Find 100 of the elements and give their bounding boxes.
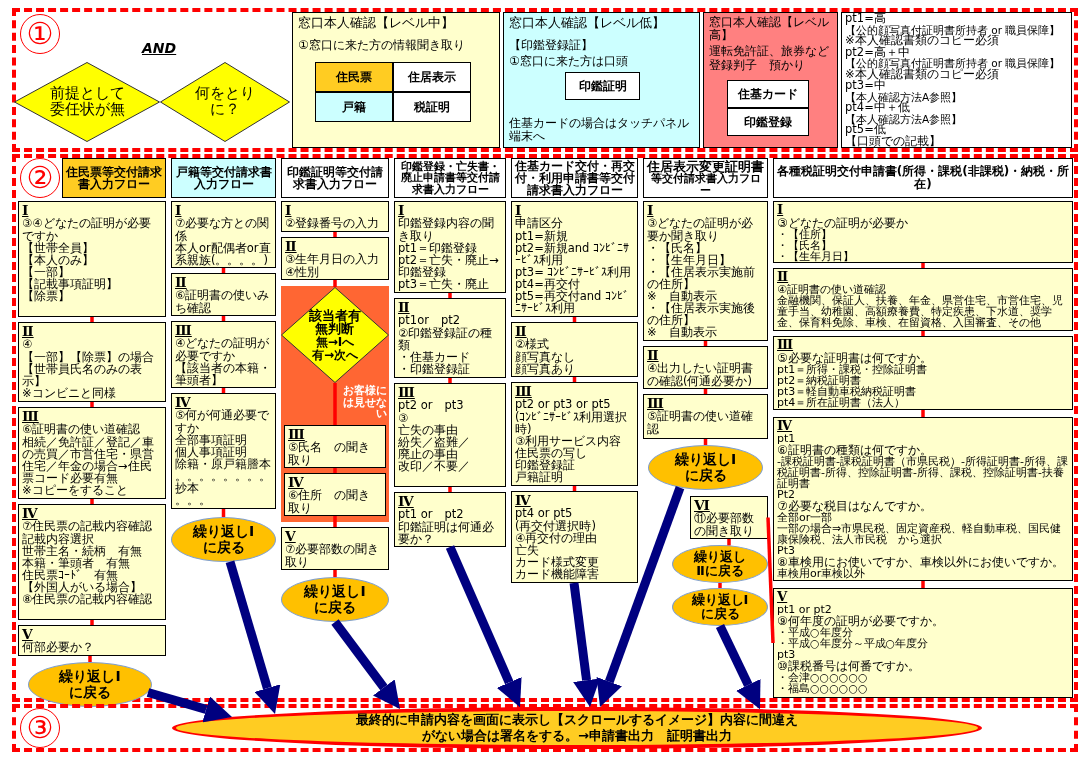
- step-text: 相続／免許証／登記／車の売買／市営住宅・県営住宅／年金の場合→住民票コード必要有無: [22, 435, 155, 484]
- step-text: ⑦住民票の記載内容確認: [22, 520, 153, 533]
- step-box: [18, 504, 166, 620]
- step-box: [18, 407, 166, 499]
- info-text: 窓口本人確認【レベル低】: [509, 16, 665, 30]
- step-box: [394, 298, 506, 378]
- step-text: ・住基カード: [398, 350, 470, 363]
- step-text: (ｺﾝﾋﾞﾆｻｰﾋﾞｽ利用選択時): [515, 410, 629, 435]
- pattern-text: pt5=低: [845, 124, 886, 136]
- step-text: pt2 or pt3 or pt5: [515, 398, 611, 411]
- step-numeral: Ⅳ: [22, 506, 38, 521]
- decision-diamond: [281, 287, 389, 383]
- option-cell: 印鑑証明: [565, 72, 640, 100]
- step-text: pt1: [777, 432, 796, 444]
- step-text: ④出力したい証明書の確認(何通必要か): [647, 362, 755, 387]
- step-text: 全部事項証明: [175, 433, 247, 446]
- step-text: pt1＝所得・課税・控除証明書: [777, 363, 928, 375]
- step-text: ・福島○○○○○○: [777, 682, 868, 694]
- connector-line: [90, 499, 94, 504]
- flow-header: [643, 158, 768, 198]
- step-text: ④性別: [285, 265, 320, 278]
- step-box: [171, 273, 276, 316]
- step-text: 申請区分: [515, 217, 563, 230]
- and-label: AND: [142, 40, 177, 56]
- arrow: [331, 619, 400, 710]
- step-numeral: Ⅳ: [288, 475, 304, 490]
- option-cell: 住民票: [315, 62, 393, 92]
- step-box: [284, 425, 386, 468]
- step-text: 【一部】【除票】の場合: [22, 350, 154, 363]
- step-box: [773, 588, 1073, 698]
- step-text: pt3= ｺﾝﾋﾞﾆｻｰﾋﾞｽ利用: [515, 265, 632, 278]
- step-text: ・【住所】: [777, 228, 832, 240]
- step-box: [511, 491, 638, 583]
- decision-diamond: [14, 62, 160, 142]
- step-text: ③どなたの証明が必要か聞き取り: [647, 217, 755, 242]
- step-box: [773, 268, 1073, 331]
- step-text: ⑧住民票の記載内容確認: [22, 592, 153, 605]
- step-numeral: Ⅱ: [22, 324, 34, 339]
- info-text: 窓口本人確認【レベル高】: [709, 16, 830, 42]
- step-text: ・平成○年度分: [777, 626, 853, 638]
- step-text: pt3＝亡失・廃止: [398, 277, 490, 290]
- step-box: [511, 382, 638, 486]
- step-text: ※ 自動表示: [647, 326, 717, 339]
- step-text: ③: [398, 411, 409, 424]
- step-text: ③利用サービス内容: [515, 434, 622, 447]
- step-numeral: Ⅱ: [647, 348, 659, 363]
- flow-header: 印鑑証明等交付請求書入力フロー: [281, 158, 389, 198]
- step-text: ④再交付の理由: [515, 531, 598, 544]
- pattern-text: 【公的顔写真付証明書所持者 or 職員保障】: [845, 24, 1061, 35]
- step-text: 住民票の写し: [515, 446, 587, 459]
- step-text: ⑪必要部数の聞き取り: [694, 512, 755, 537]
- decision-text: 無→Ⅰへ: [315, 336, 355, 349]
- arrow: [225, 560, 281, 714]
- step-text: ・【住居表示実施前の住所】: [647, 265, 756, 290]
- loop-back-oval: 繰り返しⅠに戻る: [672, 588, 768, 626]
- step-numeral: Ⅴ: [285, 529, 296, 544]
- pattern-text: 【本人確認方法A参照】: [845, 113, 963, 124]
- step-text: 一部の場合⇒市県民税、固定資産税、軽自動車税、国民健康保険税、法人市民税 から選択: [777, 522, 1063, 545]
- step-box: [284, 473, 386, 516]
- step-box: [281, 201, 389, 232]
- step-numeral: Ⅲ: [175, 323, 192, 338]
- step-text: pt3＝軽自動車税納税証明書: [777, 385, 917, 397]
- connector-line: [333, 468, 337, 473]
- step-numeral: Ⅳ: [398, 494, 414, 509]
- decision-diamond: [160, 62, 290, 142]
- info-text: 窓口本人確認【レベル中】: [298, 16, 454, 30]
- flow-header: 住基カード交付・再交付・利用申請書等交付請求書入力フロー: [511, 158, 638, 198]
- step-box: [511, 322, 638, 377]
- connector-line: [703, 341, 708, 346]
- loop-back-oval: 繰り返しⅠに戻る: [28, 662, 152, 707]
- step-text: 改印／不要／: [398, 459, 470, 472]
- connector-line: [727, 539, 731, 546]
- step-text: ※コピーをすること: [22, 483, 128, 496]
- step-text: 【除票】: [22, 289, 70, 302]
- step-text: ⑦必要な方との関係: [175, 217, 270, 242]
- connector-line: [88, 656, 92, 662]
- connector-line: [572, 317, 577, 322]
- step-text: 【記載事項証明】: [22, 277, 118, 290]
- step-numeral: Ⅲ: [777, 338, 794, 352]
- step-text: 車検用or車検以外: [777, 567, 866, 579]
- arrow: [715, 624, 761, 710]
- pattern-list-box: [841, 12, 1072, 148]
- pattern-text: 【公的顔写真付証明書所持者 or 職員保障】: [845, 58, 1061, 69]
- step-numeral: Ⅰ: [777, 203, 784, 217]
- hidden-panel: [281, 286, 389, 522]
- step-text: 紛失／盗難／: [398, 435, 470, 448]
- step-text: ⑦必要な税目はなんですか。: [777, 499, 932, 512]
- step-text: カード機能障害: [515, 567, 599, 580]
- step-numeral: Ⅲ: [398, 385, 415, 400]
- step-text: ⑥住所 の聞き取り: [288, 489, 372, 514]
- step-numeral: Ⅳ: [175, 395, 191, 410]
- step-numeral: Ⅱ: [175, 275, 187, 290]
- step-box: [394, 201, 506, 293]
- header-title: 住居表示変更証明書: [647, 159, 764, 173]
- info-text: 登録判子 預かり: [709, 59, 805, 72]
- step-text: ※ 自動表示: [647, 289, 717, 302]
- step-text: 廃止の事由: [398, 447, 458, 460]
- step-numeral: Ⅲ: [22, 409, 39, 424]
- step-numeral: Ⅲ: [515, 384, 532, 399]
- step-box: [773, 417, 1073, 581]
